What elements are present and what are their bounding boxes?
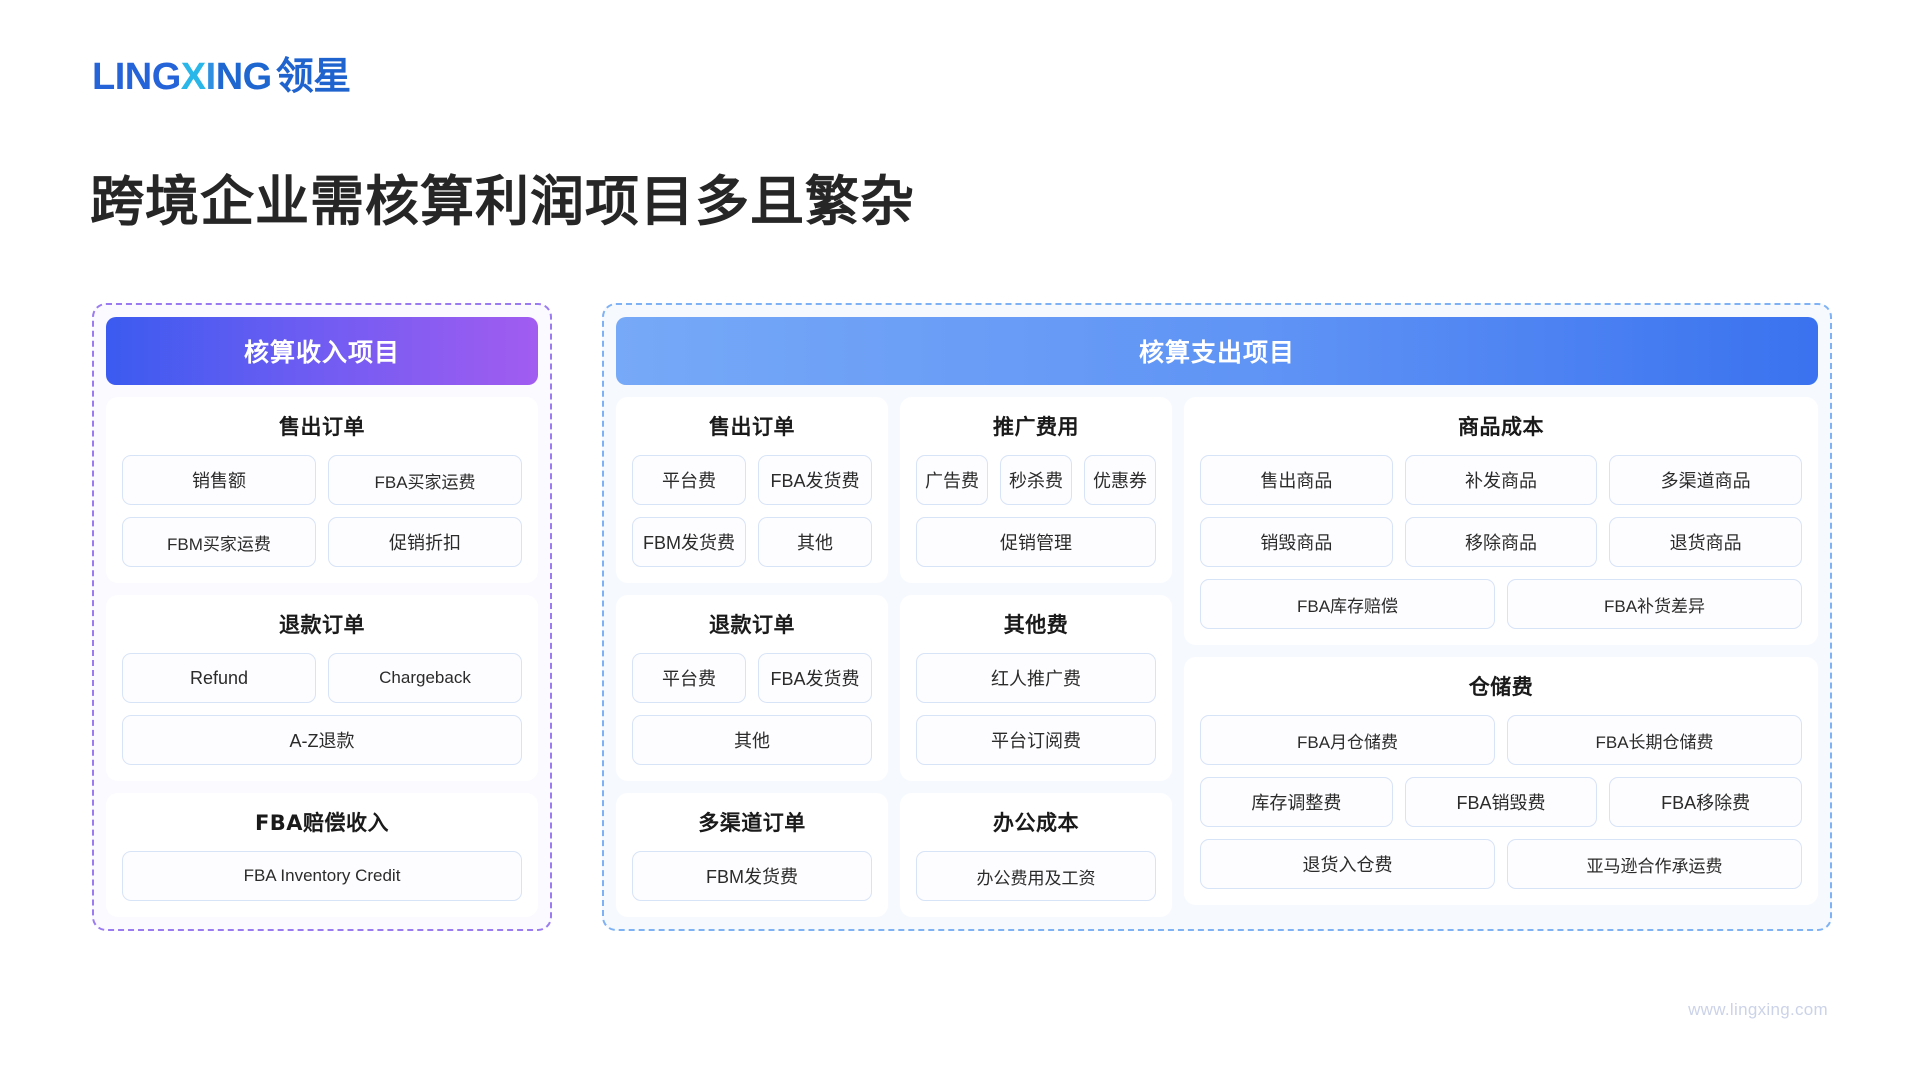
item-pill[interactable]: FBA长期仓储费	[1507, 715, 1802, 765]
page-title: 跨境企业需核算利润项目多且繁杂	[90, 170, 915, 233]
category-title: 办公成本	[993, 811, 1079, 835]
item-pill[interactable]: FBA库存赔偿	[1200, 579, 1495, 629]
item-pill[interactable]: FBA发货费	[758, 455, 872, 505]
item-pill[interactable]: 退货商品	[1609, 517, 1803, 567]
expense-column: 推广费用广告费秒杀费优惠券促销管理其他费红人推广费平台订阅费办公成本办公费用及工…	[900, 397, 1172, 917]
item-pill[interactable]: FBA买家运费	[328, 455, 522, 505]
category-card: 其他费红人推广费平台订阅费	[900, 595, 1172, 781]
logo-text-x: X	[180, 56, 206, 98]
item-pill[interactable]: 秒杀费	[1000, 455, 1072, 505]
category-title: 退款订单	[279, 613, 365, 637]
item-pill[interactable]: FBA销毁费	[1404, 777, 1598, 827]
watermark: www.lingxing.com	[1688, 1000, 1828, 1019]
category-title: 商品成本	[1458, 415, 1544, 439]
logo-text-cn: 领星	[275, 56, 352, 98]
pill-row: FBA Inventory Credit	[122, 851, 522, 901]
item-pill[interactable]: Chargeback	[328, 653, 522, 703]
item-pill[interactable]: 售出商品	[1200, 455, 1393, 505]
category-card: FBA赔偿收入 FBA Inventory Credit	[106, 793, 538, 917]
pill-row: 销毁商品移除商品退货商品	[1200, 517, 1803, 567]
item-pill[interactable]: 平台费	[632, 455, 746, 505]
pill-row: 售出商品补发商品多渠道商品	[1200, 455, 1803, 505]
expense-panel-header: 核算支出项目	[616, 317, 1818, 385]
item-pill[interactable]: 销毁商品	[1200, 517, 1393, 567]
category-title: FBA赔偿收入	[254, 811, 390, 835]
item-pill[interactable]: 优惠券	[1084, 455, 1156, 505]
category-title: 售出订单	[709, 415, 795, 439]
category-title: 其他费	[1003, 613, 1069, 637]
category-title: 推广费用	[993, 415, 1079, 439]
item-pill[interactable]: 补发商品	[1404, 455, 1598, 505]
item-pill[interactable]: Refund	[122, 653, 316, 703]
pill-row: 广告费秒杀费优惠券	[916, 455, 1156, 505]
pill-row: 平台订阅费	[916, 715, 1156, 765]
pill-row: 促销管理	[916, 517, 1156, 567]
item-pill[interactable]: 移除商品	[1404, 517, 1598, 567]
item-pill[interactable]: 库存调整费	[1200, 777, 1393, 827]
logo-text-i: I	[205, 56, 217, 98]
item-pill[interactable]: 多渠道商品	[1609, 455, 1803, 505]
logo-text-ling: LING	[92, 56, 181, 98]
item-pill[interactable]: 退货入仓费	[1200, 839, 1495, 889]
item-pill[interactable]: FBM发货费	[632, 851, 872, 901]
item-pill[interactable]: 广告费	[916, 455, 988, 505]
pill-row: 红人推广费	[916, 653, 1156, 703]
item-pill[interactable]: 红人推广费	[916, 653, 1156, 703]
item-pill[interactable]: 平台订阅费	[916, 715, 1156, 765]
category-title: 售出订单	[279, 415, 365, 439]
category-title: 仓储费	[1468, 675, 1534, 699]
item-pill[interactable]: FBA补货差异	[1507, 579, 1802, 629]
item-pill[interactable]: 其他	[758, 517, 872, 567]
item-pill[interactable]: FBA移除费	[1609, 777, 1803, 827]
income-panel-header: 核算收入项目	[106, 317, 538, 385]
pill-row: 退货入仓费亚马逊合作承运费	[1200, 839, 1802, 889]
item-pill[interactable]: 销售额	[122, 455, 316, 505]
pill-row: 办公费用及工资	[916, 851, 1156, 901]
pill-row: 其他	[632, 715, 872, 765]
pill-row: FBM买家运费促销折扣	[122, 517, 522, 567]
item-pill[interactable]: FBA Inventory Credit	[122, 851, 522, 901]
item-pill[interactable]: 平台费	[632, 653, 746, 703]
item-pill[interactable]: 亚马逊合作承运费	[1507, 839, 1802, 889]
item-pill[interactable]: FBA发货费	[758, 653, 872, 703]
item-pill[interactable]: FBM发货费	[632, 517, 746, 567]
category-card: 推广费用广告费秒杀费优惠券促销管理	[900, 397, 1172, 583]
item-pill[interactable]: 办公费用及工资	[916, 851, 1156, 901]
category-title: 多渠道订单	[698, 811, 806, 835]
category-card: 多渠道订单 FBM发货费	[616, 793, 888, 917]
logo-text-ng: NG	[215, 56, 273, 98]
category-card: 办公成本办公费用及工资	[900, 793, 1172, 917]
pill-row: A-Z退款	[122, 715, 522, 765]
item-pill[interactable]: A-Z退款	[122, 715, 522, 765]
item-pill[interactable]: 促销折扣	[328, 517, 522, 567]
item-pill[interactable]: 促销管理	[916, 517, 1156, 567]
pill-row: FBM发货费	[632, 851, 872, 901]
item-pill[interactable]: FBM买家运费	[122, 517, 316, 567]
item-pill[interactable]: 其他	[632, 715, 872, 765]
pill-row: FBM发货费其他	[632, 517, 872, 567]
category-title: 退款订单	[709, 613, 795, 637]
item-pill[interactable]: FBA月仓储费	[1200, 715, 1495, 765]
